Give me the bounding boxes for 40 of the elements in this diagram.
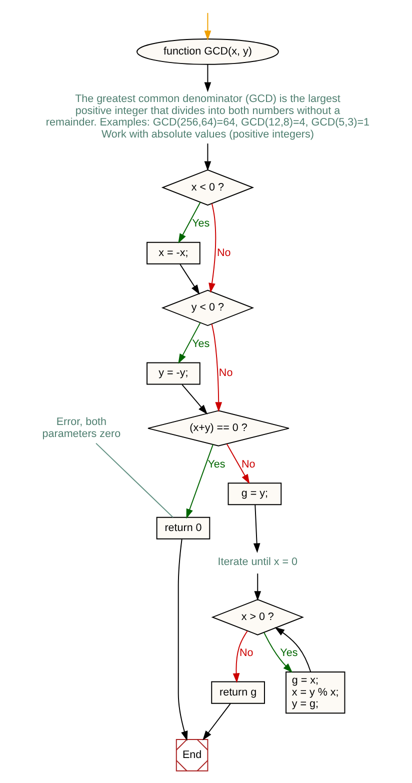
connector [96, 442, 174, 518]
arrow [232, 630, 248, 684]
edge-label: Yes [208, 458, 226, 470]
edge-label: Yes [280, 647, 298, 660]
node-diamond: y < 0 ? [161, 290, 254, 326]
arrow [208, 203, 216, 293]
node-box: return 0 [156, 516, 210, 540]
edge-label: No [241, 458, 256, 470]
arrow [180, 264, 200, 295]
node-box: return g [211, 681, 265, 704]
arrow [202, 703, 231, 740]
arrow [182, 384, 208, 414]
edge-label: No [218, 367, 233, 380]
arrow [204, 64, 212, 92]
node-box: g = y; [228, 482, 282, 506]
arrow [211, 324, 222, 412]
arrow [253, 504, 260, 554]
node-text: Iterate until x = 0 [218, 556, 298, 568]
arrow [204, 12, 212, 40]
node-text: The greatest common denominator (GCD) is the largest positive integer that divides into both numbers without a remainder. Examples: GCD(256,64)=64, GCD(12,8)=4, GCD(5,3)=1 Work with absolute values (positive integers) [46, 93, 370, 140]
arrow [274, 627, 312, 672]
arrow [178, 322, 201, 364]
edge-label: Yes [192, 217, 210, 230]
node-ellipse: function GCD(x, y) [136, 38, 279, 65]
node-text: Error, both parameters zero [42, 416, 121, 440]
edge-label: No [240, 647, 254, 660]
node-diamond: x < 0 ? [161, 169, 254, 206]
arrow [264, 632, 293, 673]
node-box: g = x; x = y % x; y = g; [286, 672, 346, 714]
node-box: y = -y; [146, 362, 200, 385]
edge-label: No [216, 246, 231, 259]
node-box: x = -x; [146, 242, 200, 264]
edge-label: Yes [192, 338, 210, 350]
arrow [204, 143, 212, 171]
arrow [178, 202, 201, 244]
arrow [254, 573, 262, 601]
arrow [178, 538, 188, 741]
arrow [186, 444, 214, 519]
node-diamond: (x+y) == 0 ? [148, 410, 290, 446]
arrow [226, 444, 250, 484]
